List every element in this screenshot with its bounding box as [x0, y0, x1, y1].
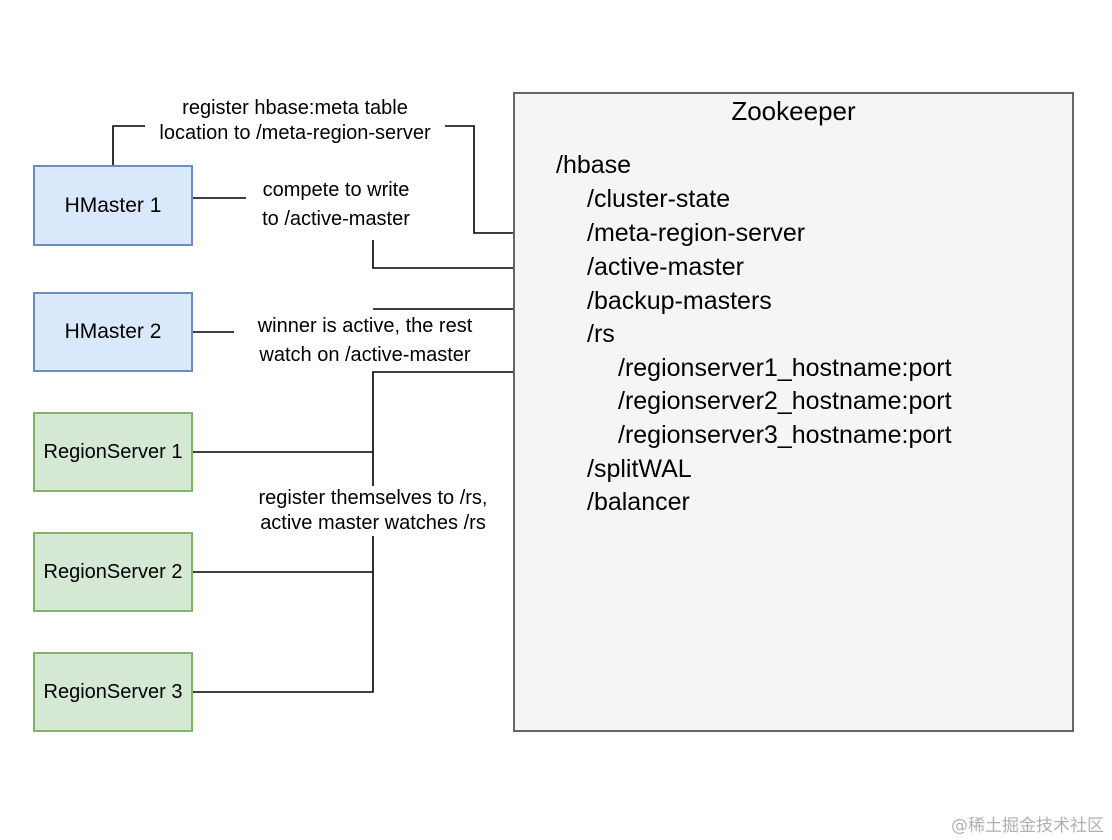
edge-label-register-rs-line2: active master watches /rs	[260, 512, 486, 534]
znode-hbase: /hbase	[556, 151, 632, 179]
regionserver-2-label: RegionServer 2	[43, 560, 183, 583]
znode-splitwal: /splitWAL	[587, 455, 692, 483]
edge-compete-active-master-2	[372, 240, 545, 276]
hmaster-1-box: HMaster 1	[33, 165, 193, 246]
zookeeper-box: Zookeeper	[513, 92, 1074, 732]
edge-label-winner-line1: winner is active, the rest	[257, 315, 473, 337]
edge-label-compete-line2: to /active-master	[262, 208, 410, 230]
edge-label-winner-line2: watch on /active-master	[259, 344, 471, 366]
regionserver-3-label: RegionServer 3	[43, 680, 183, 703]
znode-backup-masters: /backup-masters	[587, 287, 772, 315]
znode-regionserver3: /regionserver3_hostname:port	[618, 421, 952, 449]
watermark: @稀土掘金技术社区	[951, 816, 1104, 836]
regionserver-1-label: RegionServer 1	[43, 440, 183, 463]
edge-label-meta-line1: register hbase:meta table	[182, 97, 408, 119]
znode-regionserver2: /regionserver2_hostname:port	[618, 387, 952, 415]
edge-label-meta-line2: location to /meta-region-server	[159, 122, 431, 144]
hmaster-1-label: HMaster 1	[64, 193, 162, 217]
regionserver-3-box: RegionServer 3	[33, 652, 193, 732]
edge-label-winner: winner is active, the rest watch on /act…	[234, 312, 496, 370]
edge-label-compete: compete to write to /active-master	[246, 176, 426, 234]
edge-label-compete-line1: compete to write	[262, 179, 410, 201]
regionserver-2-box: RegionServer 2	[33, 532, 193, 612]
edge-meta-location	[112, 125, 545, 241]
znode-cluster-state: /cluster-state	[587, 185, 731, 213]
znode-regionserver1: /regionserver1_hostname:port	[618, 354, 952, 382]
edge-label-register-rs: register themselves to /rs, active maste…	[244, 486, 502, 536]
edge-label-meta: register hbase:meta table location to /m…	[145, 96, 445, 146]
edge-label-register-rs-line1: register themselves to /rs,	[258, 487, 488, 509]
znode-meta-region-server: /meta-region-server	[587, 219, 806, 247]
znode-balancer: /balancer	[587, 488, 690, 516]
znode-active-master: /active-master	[587, 253, 744, 281]
regionserver-1-box: RegionServer 1	[33, 412, 193, 492]
hmaster-2-box: HMaster 2	[33, 292, 193, 372]
zookeeper-title: Zookeeper	[731, 96, 856, 126]
hmaster-2-label: HMaster 2	[64, 320, 162, 343]
znode-rs: /rs	[587, 320, 615, 348]
